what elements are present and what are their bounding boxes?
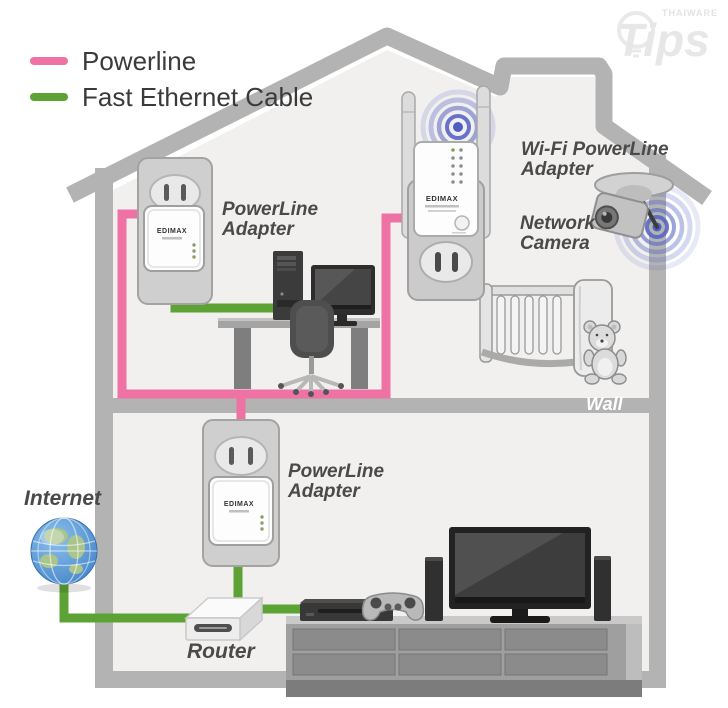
computer-tower xyxy=(273,251,303,320)
legend-label-ethernet: Fast Ethernet Cable xyxy=(82,82,314,112)
powerline-adapter-upper: EDIMAX xyxy=(137,157,213,305)
network-camera xyxy=(590,172,701,271)
speaker-left xyxy=(425,557,443,621)
watermark-text: Tips xyxy=(616,14,710,66)
roof xyxy=(66,27,712,205)
floor-divider xyxy=(113,398,649,413)
teddy-bear xyxy=(583,320,627,385)
label-router: Router xyxy=(187,640,255,663)
svg-text:EDIMAX: EDIMAX xyxy=(157,228,187,235)
right-wall xyxy=(649,155,666,688)
label-wall: Wall xyxy=(586,394,623,414)
label-network-camera: Network Camera xyxy=(520,213,595,254)
label-powerline-adapter-lower: PowerLine Adapter xyxy=(288,461,385,502)
legend-label-powerline: Powerline xyxy=(82,46,197,76)
label-internet: Internet xyxy=(24,487,102,510)
powerline-adapter-lower: EDIMAX xyxy=(202,419,280,567)
router-device xyxy=(184,596,264,642)
game-controller xyxy=(361,592,425,621)
legend-powerline-swatch xyxy=(30,57,68,65)
powerline-cable-main xyxy=(117,209,416,399)
svg-text:EDIMAX: EDIMAX xyxy=(224,501,254,508)
internet-globe xyxy=(30,517,98,593)
power-socket xyxy=(419,241,473,283)
ethernet-cable-internet-router xyxy=(59,572,195,623)
tv-cabinet xyxy=(286,616,642,697)
left-wall xyxy=(95,168,113,688)
legend-ethernet-swatch xyxy=(30,93,68,101)
watermark-logo: Tips THAIWARE xyxy=(616,8,718,66)
office-chair xyxy=(278,300,344,397)
wifi-powerline-adapter: EDIMAX xyxy=(401,85,496,301)
led-indicators xyxy=(451,148,463,184)
label-powerline-adapter-upper: PowerLine Adapter xyxy=(222,199,319,240)
wps-button xyxy=(454,215,470,231)
watermark-site-text: THAIWARE xyxy=(662,8,718,18)
svg-text:EDIMAX: EDIMAX xyxy=(426,194,458,203)
label-wifi-powerline-adapter: Wi-Fi PowerLine Adapter xyxy=(521,139,669,180)
speaker-right xyxy=(594,556,611,621)
tv xyxy=(449,527,591,623)
